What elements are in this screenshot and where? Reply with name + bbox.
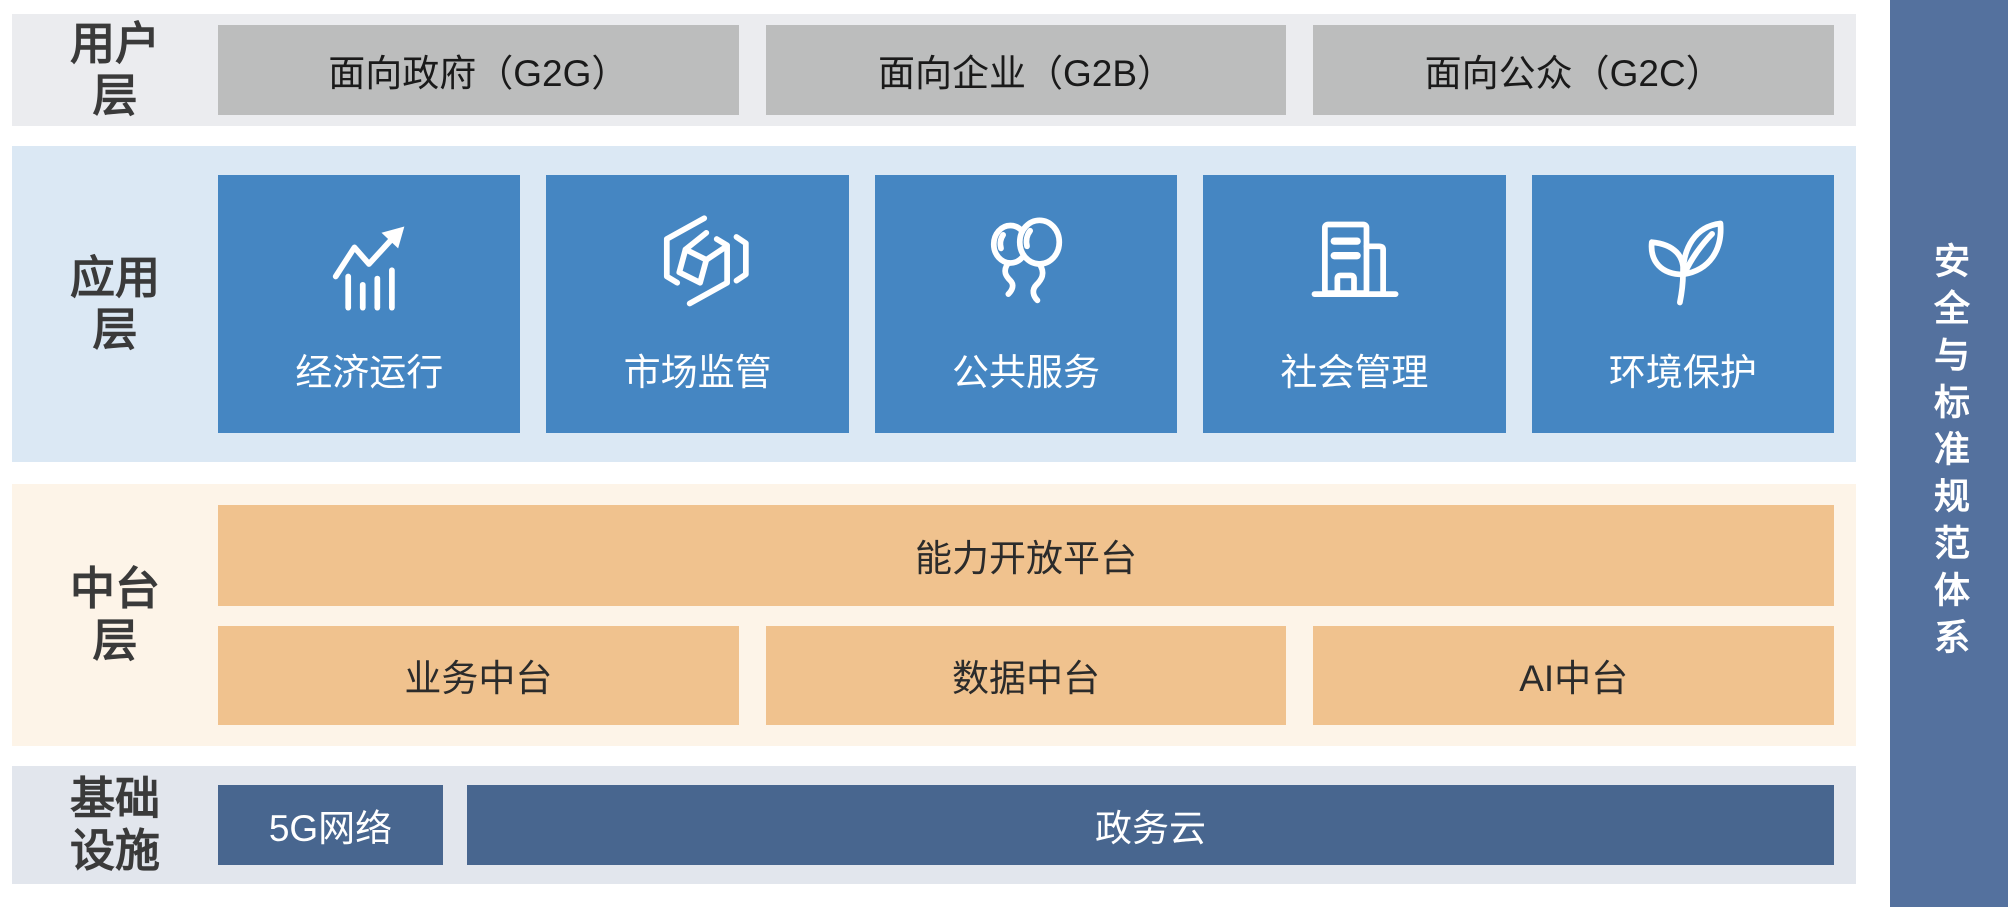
leaves-icon: [1648, 220, 1724, 306]
mid-box-label: AI中台: [1519, 658, 1629, 700]
app-box-label: 社会管理: [1280, 352, 1429, 393]
layer-label-app: 应用层: [12, 146, 218, 462]
app-box-label: 环境保护: [1608, 352, 1757, 393]
user-box-g2g: 面向政府（G2G）: [218, 25, 739, 115]
layer-label-text: 用户层: [69, 18, 160, 121]
app-box-market: 市场监管: [546, 175, 849, 433]
middle-items: 能力开放平台 业务中台 数据中台 AI中台: [218, 484, 1856, 746]
app-box-label: 经济运行: [295, 352, 444, 393]
mid-box-data: 数据中台: [765, 625, 1287, 725]
layer-user: 用户层 面向政府（G2G） 面向企业（G2B） 面向公众（G2C）: [12, 14, 1856, 126]
buildings-icon: [1312, 221, 1399, 298]
infra-box-label: 5G网络: [268, 808, 393, 849]
infra-box-gov-cloud: 政务云: [467, 785, 1834, 865]
trend-up-chart-icon: [333, 226, 405, 311]
mid-box-ai: AI中台: [1313, 625, 1835, 725]
layer-label-infrastructure: 基础设施: [12, 766, 218, 884]
app-box-label: 市场监管: [623, 352, 772, 393]
mid-box-label: 数据中台: [952, 658, 1100, 700]
layer-infrastructure: 基础设施 5G网络 政务云: [12, 766, 1856, 884]
infrastructure-items: 5G网络 政务云: [218, 766, 1856, 884]
layer-label-text: 中台层: [69, 563, 160, 666]
layer-label-middle: 中台层: [12, 484, 218, 746]
layer-label-text: 应用层: [69, 252, 160, 355]
layer-label-text: 基础设施: [69, 773, 160, 876]
app-box-social: 社会管理: [1203, 175, 1506, 433]
app-box-label: 公共服务: [952, 352, 1101, 393]
layer-middle: 中台层 能力开放平台 业务中台 数据中台 AI中台: [12, 484, 1856, 746]
app-box-economy: 经济运行: [218, 175, 521, 433]
user-box-label: 面向公众（G2C）: [1424, 53, 1723, 94]
layers-column: 用户层 面向政府（G2G） 面向企业（G2B） 面向公众（G2C） 应用层: [12, 14, 1856, 884]
app-box-public-service: 公共服务: [874, 175, 1178, 433]
security-standards-bar: 安全与标准规范体系: [1890, 0, 2008, 907]
user-items: 面向政府（G2G） 面向企业（G2B） 面向公众（G2C）: [218, 14, 1856, 126]
infra-box-5g: 5G网络: [218, 785, 443, 865]
capability-platform-box: 能力开放平台: [218, 505, 1834, 606]
balloons-icon: [990, 217, 1063, 304]
app-items: 经济运行 市场监管: [218, 146, 1856, 462]
user-box-g2c: 面向公众（G2C）: [1313, 25, 1835, 115]
user-box-g2b: 面向企业（G2B）: [765, 25, 1287, 115]
app-box-environment: 环境保护: [1531, 175, 1835, 433]
security-standards-label: 安全与标准规范体系: [1929, 242, 1970, 665]
mid-box-label: 业务中台: [404, 658, 553, 700]
layer-label-user: 用户层: [12, 14, 218, 126]
middle-row: 业务中台 数据中台 AI中台: [218, 625, 1835, 725]
user-box-label: 面向企业（G2B）: [877, 53, 1175, 94]
cube-hexagon-icon: [663, 215, 749, 307]
layer-app: 应用层 经济运行: [12, 146, 1856, 462]
mid-box-label: 能力开放平台: [915, 538, 1137, 580]
mid-box-business: 业务中台: [218, 625, 739, 725]
user-box-label: 面向政府（G2G）: [328, 53, 629, 94]
infra-box-label: 政务云: [1095, 808, 1206, 849]
